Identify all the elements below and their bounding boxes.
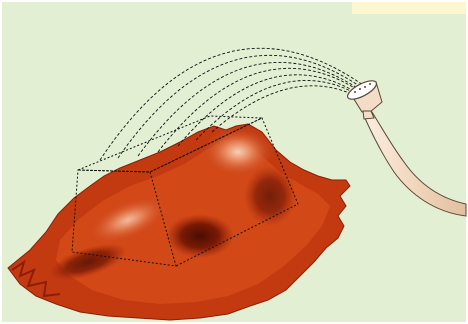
nozzle-hole	[354, 91, 356, 93]
terrain-east-shadow	[244, 166, 296, 226]
terrain-valley-shadow	[166, 214, 234, 258]
nozzle-hole	[369, 83, 371, 85]
nozzle-hole	[364, 86, 366, 88]
nozzle-hole	[359, 88, 361, 90]
highlight-strip	[352, 2, 466, 14]
